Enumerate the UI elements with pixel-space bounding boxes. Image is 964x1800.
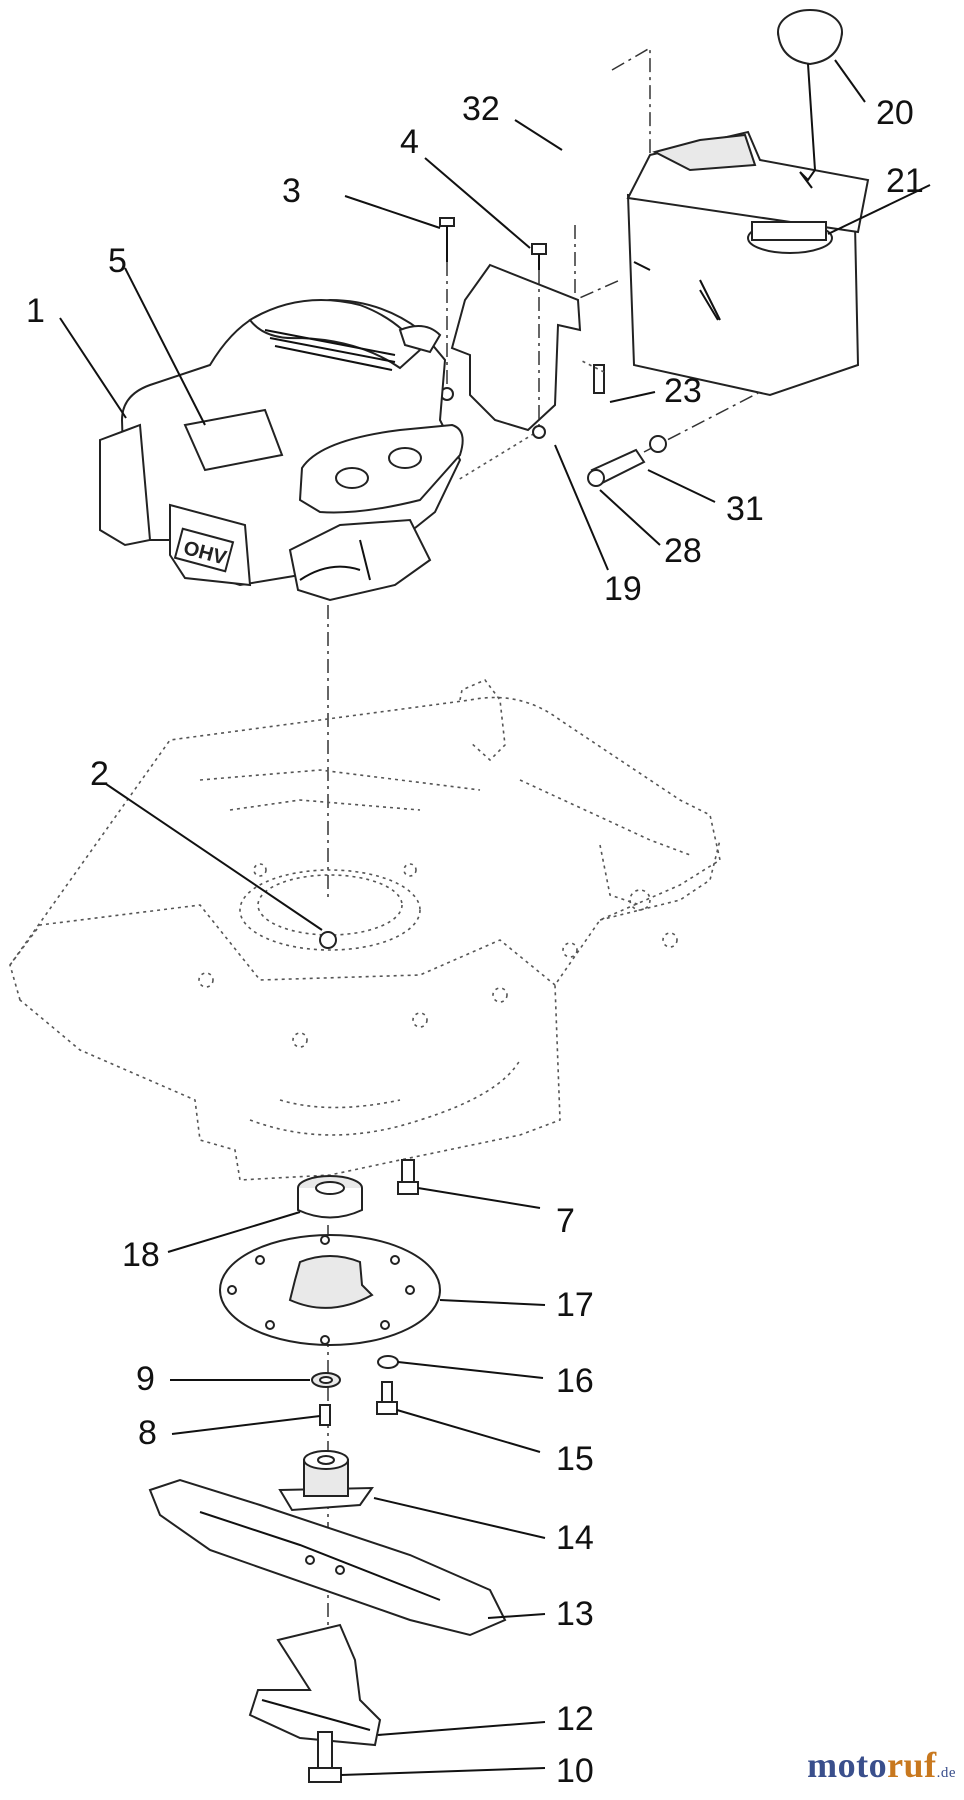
- callout-2: 2: [90, 755, 109, 793]
- bolt-3: [439, 217, 455, 401]
- engine: OHV: [99, 298, 464, 900]
- callout-14: 14: [556, 1519, 594, 1557]
- callout-3: 3: [282, 172, 301, 210]
- callout-28: 28: [664, 532, 702, 570]
- fuel-filter: [590, 391, 761, 486]
- mounting-plate: [219, 1234, 441, 1346]
- spacer: [311, 1372, 341, 1388]
- callout-5: 5: [108, 242, 127, 280]
- screw-23: [579, 359, 605, 394]
- callout-1: 1: [26, 292, 45, 330]
- mulching-blade: [248, 1623, 382, 1747]
- blade-adapter: [278, 1450, 374, 1512]
- callout-12: 12: [556, 1700, 594, 1738]
- tank-bracket: [450, 263, 582, 481]
- callout-7: 7: [556, 1202, 575, 1240]
- motoruf-watermark: motoruf.de: [807, 1745, 956, 1785]
- bearing: [297, 1175, 363, 1219]
- callout-9: 9: [136, 1360, 155, 1398]
- leader-lines: [59, 59, 931, 1776]
- bolt-7: [397, 1159, 419, 1195]
- mower-deck: [9, 679, 721, 1181]
- callout-18: 18: [122, 1236, 160, 1274]
- callout-23: 23: [664, 372, 702, 410]
- lock-washer: [377, 1355, 399, 1369]
- fuel-cap: [777, 9, 843, 189]
- callout-31: 31: [726, 490, 764, 528]
- callout-21: 21: [886, 162, 924, 200]
- callout-labels: 1 2 3 4 5 7 8 9 10 12 13 14 15 16 17 18 …: [26, 90, 924, 1790]
- callout-10: 10: [556, 1752, 594, 1790]
- woodruff-key: [319, 1404, 331, 1426]
- callout-8: 8: [138, 1414, 157, 1452]
- callout-32: 32: [462, 90, 500, 128]
- callout-20: 20: [876, 94, 914, 132]
- callout-15: 15: [556, 1440, 594, 1478]
- bolt-4: [531, 243, 547, 439]
- hose-clamp: [587, 469, 605, 487]
- engine-bolt-2: [319, 931, 337, 949]
- mower-blade: [148, 1478, 507, 1637]
- callout-13: 13: [556, 1595, 594, 1633]
- bolt-15: [376, 1381, 398, 1415]
- callout-17: 17: [556, 1286, 594, 1324]
- callout-4: 4: [400, 123, 419, 161]
- callout-16: 16: [556, 1362, 594, 1400]
- callout-19: 19: [604, 570, 642, 608]
- fuel-tank: [626, 130, 870, 397]
